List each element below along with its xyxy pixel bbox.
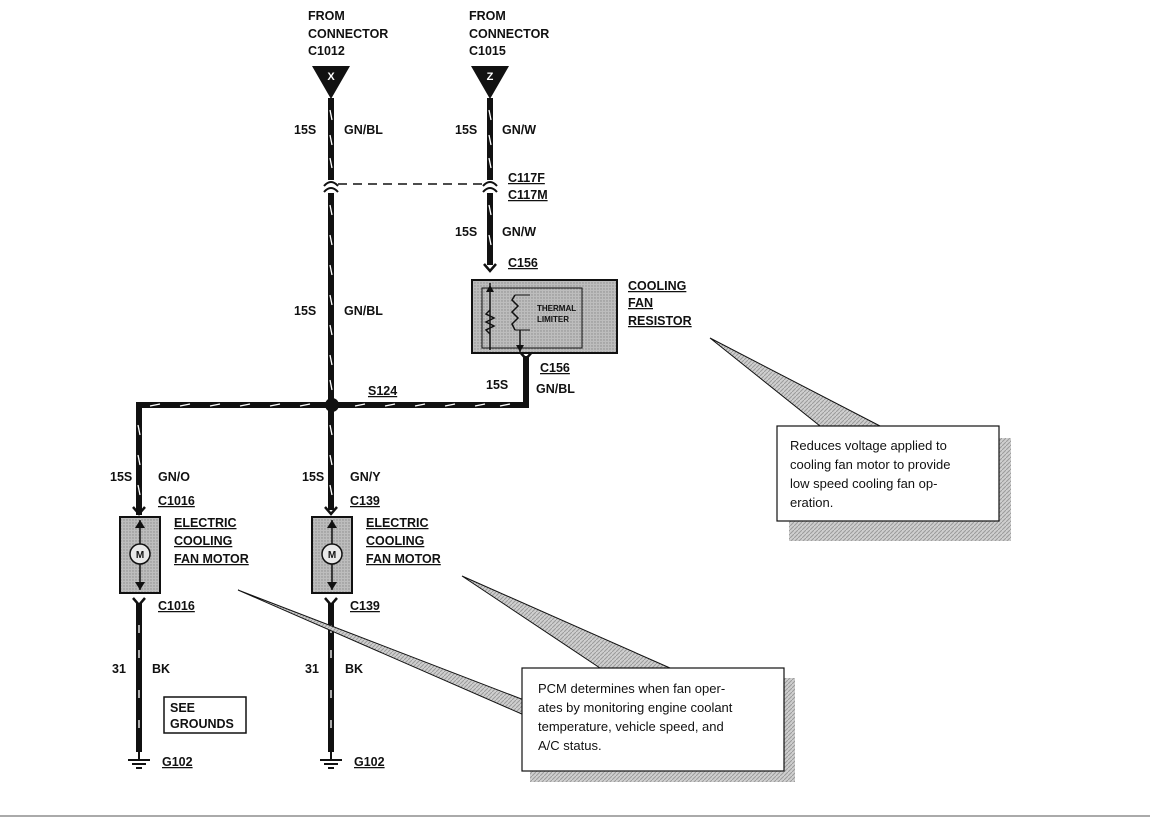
svg-text:SEE: SEE	[170, 701, 195, 715]
wire-label-gauge: 15S	[294, 304, 316, 318]
svg-text:COOLING: COOLING	[366, 534, 424, 548]
svg-text:Reduces voltage applied to: Reduces voltage applied to	[790, 438, 947, 453]
connector-label: C139	[350, 494, 380, 508]
resistor-title: COOLING FAN RESISTOR	[628, 279, 692, 328]
svg-text:low speed cooling fan op-: low speed cooling fan op-	[790, 476, 937, 491]
connector-label: C1016	[158, 599, 195, 613]
svg-text:GROUNDS: GROUNDS	[170, 717, 234, 731]
svg-text:COOLING: COOLING	[628, 279, 686, 293]
connector-c1012-header: FROM CONNECTOR C1012	[308, 9, 388, 58]
wire-label-gauge: 15S	[302, 470, 324, 484]
svg-text:COOLING: COOLING	[174, 534, 232, 548]
wire-label-color: GN/BL	[536, 382, 575, 396]
wire-label-color: GN/BL	[344, 123, 383, 137]
svg-text:ELECTRIC: ELECTRIC	[174, 516, 237, 530]
wire-label-color: GN/Y	[350, 470, 381, 484]
connector-x-symbol: X	[312, 66, 350, 99]
see-grounds-box[interactable]: SEE GROUNDS	[163, 696, 247, 734]
svg-text:PCM determines when fan oper-: PCM determines when fan oper-	[538, 681, 725, 696]
wire-label-color: GN/W	[502, 123, 536, 137]
callout-resistor: Reduces voltage applied to cooling fan m…	[709, 337, 1011, 541]
motor-symbol: M	[328, 550, 336, 561]
svg-text:C1015: C1015	[469, 44, 506, 58]
svg-text:FROM: FROM	[469, 9, 506, 23]
wires	[136, 98, 529, 752]
connector-label: C156	[508, 256, 538, 270]
connector-c1015-header: FROM CONNECTOR C1015	[469, 9, 549, 58]
fan-motor-2: M	[311, 516, 353, 594]
callout-pcm: PCM determines when fan oper- ates by mo…	[237, 575, 795, 782]
motor-symbol: M	[136, 550, 144, 561]
wire-label-gauge: 15S	[455, 225, 477, 239]
cooling-fan-resistor: THERMAL LIMITER	[471, 279, 618, 354]
svg-text:CONNECTOR: CONNECTOR	[469, 27, 549, 41]
svg-text:ates by monitoring engine cool: ates by monitoring engine coolant	[538, 700, 733, 715]
svg-text:THERMAL: THERMAL	[537, 304, 576, 313]
ground-label: G102	[354, 755, 385, 769]
svg-text:FAN MOTOR: FAN MOTOR	[366, 552, 441, 566]
wire-dash-marks	[137, 109, 511, 728]
wire-label-color: GN/W	[502, 225, 536, 239]
wire-label-gauge: 15S	[110, 470, 132, 484]
connector-label: C1016	[158, 494, 195, 508]
svg-text:ELECTRIC: ELECTRIC	[366, 516, 429, 530]
svg-text:eration.: eration.	[790, 495, 833, 510]
splice-label: S124	[368, 384, 397, 398]
connector-label: C139	[350, 599, 380, 613]
svg-text:RESISTOR: RESISTOR	[628, 314, 692, 328]
wire-label-gauge: 15S	[486, 378, 508, 392]
fan-motor-1: M	[119, 516, 161, 594]
wire-label-color: BK	[152, 662, 170, 676]
svg-text:FROM: FROM	[308, 9, 345, 23]
connector-label: C117F	[508, 171, 545, 185]
connector-label: C117M	[508, 188, 548, 202]
svg-text:FAN MOTOR: FAN MOTOR	[174, 552, 249, 566]
svg-text:FAN: FAN	[628, 296, 653, 310]
fan-motor-1-title: ELECTRIC COOLING FAN MOTOR	[174, 516, 249, 566]
wire-label-gauge: 15S	[294, 123, 316, 137]
wire-label-gauge: 31	[305, 662, 319, 676]
connector-label: C156	[540, 361, 570, 375]
svg-text:Z: Z	[487, 71, 494, 83]
svg-text:A/C status.: A/C status.	[538, 738, 602, 753]
svg-text:X: X	[327, 71, 335, 83]
svg-text:temperature, vehicle speed, an: temperature, vehicle speed, and	[538, 719, 724, 734]
connector-z-symbol: Z	[471, 66, 509, 99]
svg-text:cooling fan motor to provide: cooling fan motor to provide	[790, 457, 950, 472]
c117-connector	[323, 181, 498, 193]
svg-text:CONNECTOR: CONNECTOR	[308, 27, 388, 41]
wire-label-gauge: 31	[112, 662, 126, 676]
ground-symbol-right	[320, 752, 342, 769]
svg-text:LIMITER: LIMITER	[537, 315, 569, 324]
wire-label-color: BK	[345, 662, 363, 676]
fan-motor-2-title: ELECTRIC COOLING FAN MOTOR	[366, 516, 441, 566]
wire-label-color: GN/BL	[344, 304, 383, 318]
wire-label-gauge: 15S	[455, 123, 477, 137]
wire-label-color: GN/O	[158, 470, 190, 484]
ground-symbol-left	[128, 752, 150, 769]
svg-text:C1012: C1012	[308, 44, 345, 58]
splice-s124-dot	[325, 398, 339, 412]
connector-pins	[132, 263, 533, 607]
ground-label: G102	[162, 755, 193, 769]
